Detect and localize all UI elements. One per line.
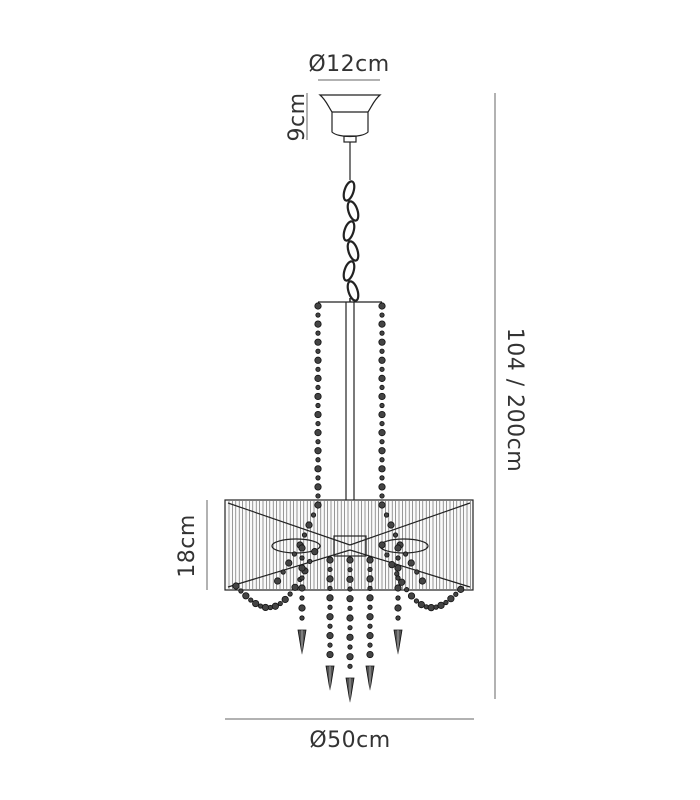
total-height-dimension: 104 / 200cm	[494, 93, 527, 699]
canopy-height-label: 9cm	[285, 92, 310, 141]
canopy-diameter-label: Ø12cm	[308, 52, 389, 77]
drum-shade	[224, 499, 474, 591]
canopy-height-dimension: 9cm	[285, 92, 310, 141]
shade-diameter-dimension: Ø50cm	[225, 718, 474, 753]
shade-diameter-label: Ø50cm	[309, 728, 390, 753]
bead-strands	[232, 302, 465, 669]
total-height-label: 104 / 200cm	[502, 328, 527, 472]
crystal-drops	[297, 629, 403, 703]
shade-height-label: 18cm	[175, 514, 200, 578]
canopy-diameter-dimension: Ø12cm	[308, 52, 389, 81]
ceiling-canopy	[318, 94, 382, 143]
shade-height-dimension: 18cm	[175, 500, 208, 590]
suspension-chain	[342, 180, 360, 302]
chandelier	[224, 94, 474, 703]
